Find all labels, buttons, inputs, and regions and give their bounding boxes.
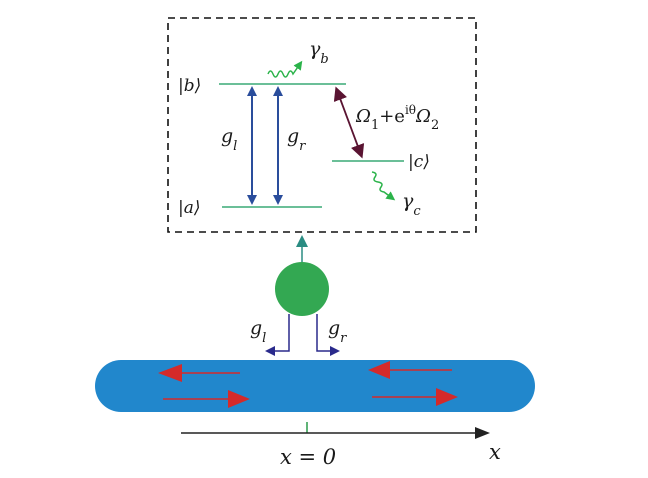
level-c-label: |c⟩ [408,152,430,172]
atom [275,262,329,316]
right-moving-arrowhead-2 [436,388,458,406]
level-a-label: |a⟩ [178,198,201,218]
decay-b-label: γb [309,38,329,67]
atom-gr-label: gr [328,317,347,346]
x-axis-label: x [489,440,501,464]
right-moving-arrowhead-1 [228,390,250,408]
origin-label: x = 0 [280,445,336,469]
atom-gr-bracket [316,314,331,352]
decay-c-wave [371,171,396,201]
waveguide [95,360,535,412]
atom-to-inset-arrowhead [296,235,308,247]
level-b-label: |b⟩ [178,76,201,96]
coupling-gl-label: gl [221,125,237,154]
decay-b-wave [267,60,303,78]
drive-label: Ω1+eiθΩ2 [355,103,439,133]
inset-box [167,17,477,233]
drive-arrow [333,86,365,159]
left-moving-arrowhead-2 [368,361,390,379]
atom-gl-arrowhead [265,346,275,356]
atom-gl-label: gl [250,317,266,346]
x-axis-arrowhead [475,427,490,439]
decay-c-label: γc [402,190,421,219]
atom-gl-bracket [275,314,290,352]
left-moving-arrowhead-1 [158,364,182,382]
coupling-gr-label: gr [287,125,306,154]
atom-gr-arrowhead [330,346,340,356]
